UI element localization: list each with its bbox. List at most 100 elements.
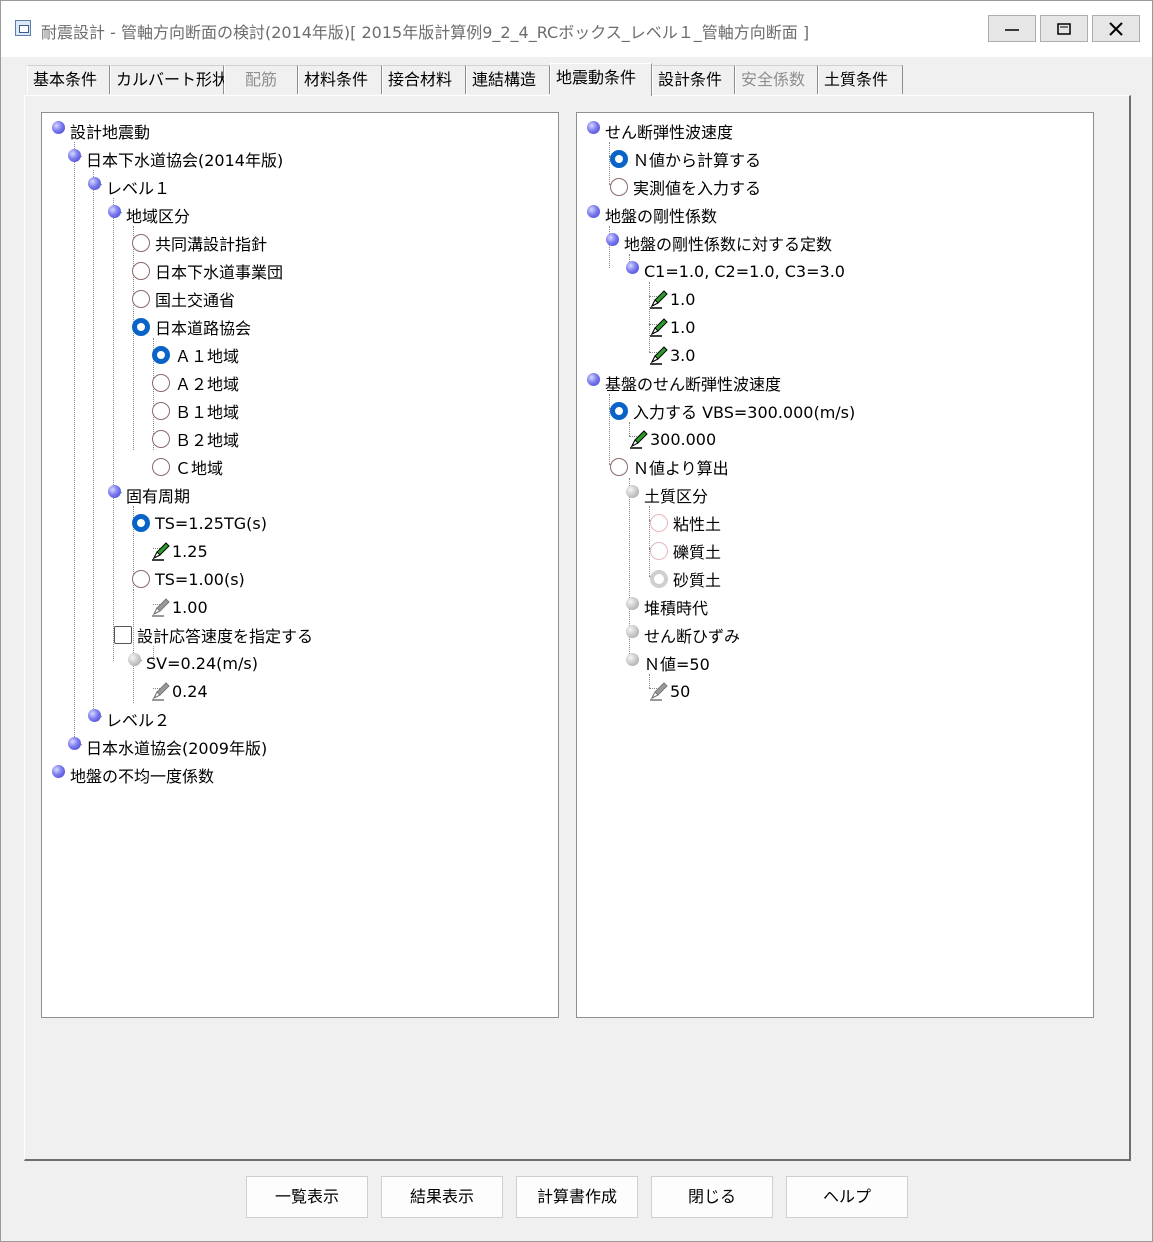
radio-unselected[interactable] <box>152 402 170 420</box>
tree-node[interactable]: Ｎ値より算出 <box>610 455 729 479</box>
tree-node[interactable]: 日本水道協会(2009年版) <box>68 735 267 759</box>
radio-unselected[interactable] <box>610 178 628 196</box>
list-view-button[interactable]: 一覧表示 <box>246 1176 368 1218</box>
tree-node[interactable]: 地盤の剛性係数 <box>587 203 717 227</box>
tree-node-label: レベル２ <box>106 711 171 730</box>
radio-unselected[interactable] <box>132 570 150 588</box>
minimize-button[interactable] <box>988 15 1036 42</box>
tab-soil-conditions[interactable]: 土質条件 <box>818 65 903 94</box>
tree-node[interactable]: 礫質土 <box>650 539 721 563</box>
tree-node-label: 日本道路協会 <box>155 319 252 338</box>
ground-property-tree[interactable]: せん断弾性波速度 Ｎ値から計算する実測値を入力する地盤の剛性係数地盤の剛性係数に対… <box>577 113 1093 1017</box>
close-dialog-button[interactable]: 閉じる <box>651 1176 773 1218</box>
tree-connector-line <box>629 436 637 437</box>
radio-disabled[interactable] <box>650 542 668 560</box>
tree-node[interactable]: 共同溝設計指針 <box>132 231 267 255</box>
tree-node[interactable]: Ａ１地域 <box>152 343 239 367</box>
tree-connector-line <box>153 604 162 605</box>
tree-node[interactable]: 国土交通省 <box>132 287 235 311</box>
checkbox[interactable] <box>114 626 132 644</box>
tree-node[interactable]: 50 <box>648 679 690 703</box>
radio-unselected[interactable] <box>152 458 170 476</box>
radio-disabled-selected[interactable] <box>650 570 668 588</box>
tab-basic-conditions[interactable]: 基本条件 <box>27 65 110 94</box>
radio-unselected[interactable] <box>132 234 150 252</box>
tree-node[interactable]: 堆積時代 <box>626 595 708 619</box>
tree-node[interactable]: C1=1.0, C2=1.0, C3=3.0 <box>626 259 845 283</box>
tree-node[interactable]: 3.0 <box>648 343 695 367</box>
bullet-icon <box>68 148 81 162</box>
radio-selected[interactable] <box>132 514 150 532</box>
tree-node[interactable]: Ｎ値=50 <box>626 651 710 675</box>
title-bar[interactable]: 耐震設計 - 管軸方向断面の検討(2014年版)[ 2015年版計算例9_2_4… <box>1 1 1152 57</box>
tree-node[interactable]: 粘性土 <box>650 511 721 535</box>
tree-connector-line <box>93 170 94 717</box>
seismic-motion-tree[interactable]: 設計地震動日本下水道協会(2014年版) レベル１ 地域区分共同溝設計指針日本下水道… <box>42 113 558 1017</box>
tab-material-conditions[interactable]: 材料条件 <box>298 65 382 94</box>
tree-node[interactable]: TS=1.25TG(s) <box>132 511 267 535</box>
tree-node[interactable]: 0.24 <box>150 679 208 703</box>
radio-unselected[interactable] <box>610 458 628 476</box>
tree-node[interactable]: 1.0 <box>648 315 695 339</box>
radio-unselected[interactable] <box>132 262 150 280</box>
close-button[interactable] <box>1092 15 1140 42</box>
radio-selected[interactable] <box>610 150 628 168</box>
tree-node[interactable]: 1.0 <box>648 287 695 311</box>
tab-connection-structure[interactable]: 連結構造 <box>466 65 550 94</box>
tree-node[interactable]: 日本下水道事業団 <box>132 259 283 283</box>
radio-selected[interactable] <box>610 402 628 420</box>
tree-node[interactable]: 1.25 <box>150 539 208 563</box>
pen-icon <box>628 428 650 450</box>
tree-node[interactable]: レベル２ <box>88 707 170 731</box>
tree-node[interactable]: Ｎ値から計算する <box>610 147 761 171</box>
radio-selected[interactable] <box>132 318 150 336</box>
radio-disabled[interactable] <box>650 514 668 532</box>
ground-property-tree-panel[interactable]: せん断弾性波速度 Ｎ値から計算する実測値を入力する地盤の剛性係数地盤の剛性係数に対… <box>576 112 1094 1018</box>
tree-node[interactable]: Ｂ１地域 <box>152 399 239 423</box>
tree-node[interactable]: 固有周期 <box>108 483 190 507</box>
tree-node[interactable]: Ｃ地域 <box>152 455 223 479</box>
tab-design-conditions[interactable]: 設計条件 <box>652 65 735 94</box>
tree-node[interactable]: SV=0.24(m/s) <box>128 651 258 675</box>
tree-node[interactable]: せん断ひずみ <box>626 623 740 647</box>
maximize-button[interactable] <box>1040 15 1088 42</box>
tab-joint-material[interactable]: 接合材料 <box>382 65 466 94</box>
tree-node-label: 1.0 <box>670 317 696 337</box>
tab-safety-factors[interactable]: 安全係数 <box>735 65 818 94</box>
radio-unselected[interactable] <box>152 430 170 448</box>
radio-selected[interactable] <box>152 346 170 364</box>
tree-node-label: 300.000 <box>650 429 717 449</box>
tree-node[interactable]: 土質区分 <box>626 483 708 507</box>
create-report-button[interactable]: 計算書作成 <box>516 1176 638 1218</box>
tree-node-label: 設計応答速度を指定する <box>137 627 314 646</box>
tree-node[interactable]: 地盤の剛性係数に対する定数 <box>606 231 832 255</box>
tree-node[interactable]: Ａ２地域 <box>152 371 239 395</box>
radio-unselected[interactable] <box>152 374 170 392</box>
tab-culvert-shape[interactable]: カルバート形状 <box>110 65 228 94</box>
tree-node[interactable]: 入力する VBS=300.000(m/s) <box>610 399 855 423</box>
tree-node[interactable]: 基盤のせん断弾性波速度 <box>587 371 781 395</box>
help-button[interactable]: ヘルプ <box>786 1176 908 1218</box>
tree-node[interactable]: 設計地震動 <box>52 119 150 143</box>
tree-node[interactable]: 設計応答速度を指定する <box>114 623 313 647</box>
result-view-button[interactable]: 結果表示 <box>381 1176 503 1218</box>
tree-connector-line <box>649 324 657 325</box>
tree-node[interactable]: TS=1.00(s) <box>132 567 245 591</box>
tab-reinforcement[interactable]: 配筋 <box>224 65 298 94</box>
tree-node[interactable]: 日本道路協会 <box>132 315 251 339</box>
tree-node[interactable]: せん断弾性波速度 <box>587 119 733 143</box>
tree-node[interactable]: 1.00 <box>150 595 208 619</box>
tree-node-label: SV=0.24(m/s) <box>146 653 258 673</box>
tree-node[interactable]: 地域区分 <box>108 203 190 227</box>
tab-seismic-conditions[interactable]: 地震動条件 <box>550 63 652 96</box>
radio-unselected[interactable] <box>132 290 150 308</box>
tree-node[interactable]: 日本下水道協会(2014年版) <box>68 147 283 171</box>
seismic-motion-tree-panel[interactable]: 設計地震動日本下水道協会(2014年版) レベル１ 地域区分共同溝設計指針日本下水道… <box>41 112 559 1018</box>
tree-node[interactable]: Ｂ２地域 <box>152 427 239 451</box>
tree-node[interactable]: レベル１ <box>88 175 170 199</box>
tree-node[interactable]: 地盤の不均一度係数 <box>52 763 214 787</box>
tree-node[interactable]: 実測値を入力する <box>610 175 761 199</box>
tree-node[interactable]: 砂質土 <box>650 567 721 591</box>
tree-node[interactable]: 300.000 <box>628 427 716 451</box>
